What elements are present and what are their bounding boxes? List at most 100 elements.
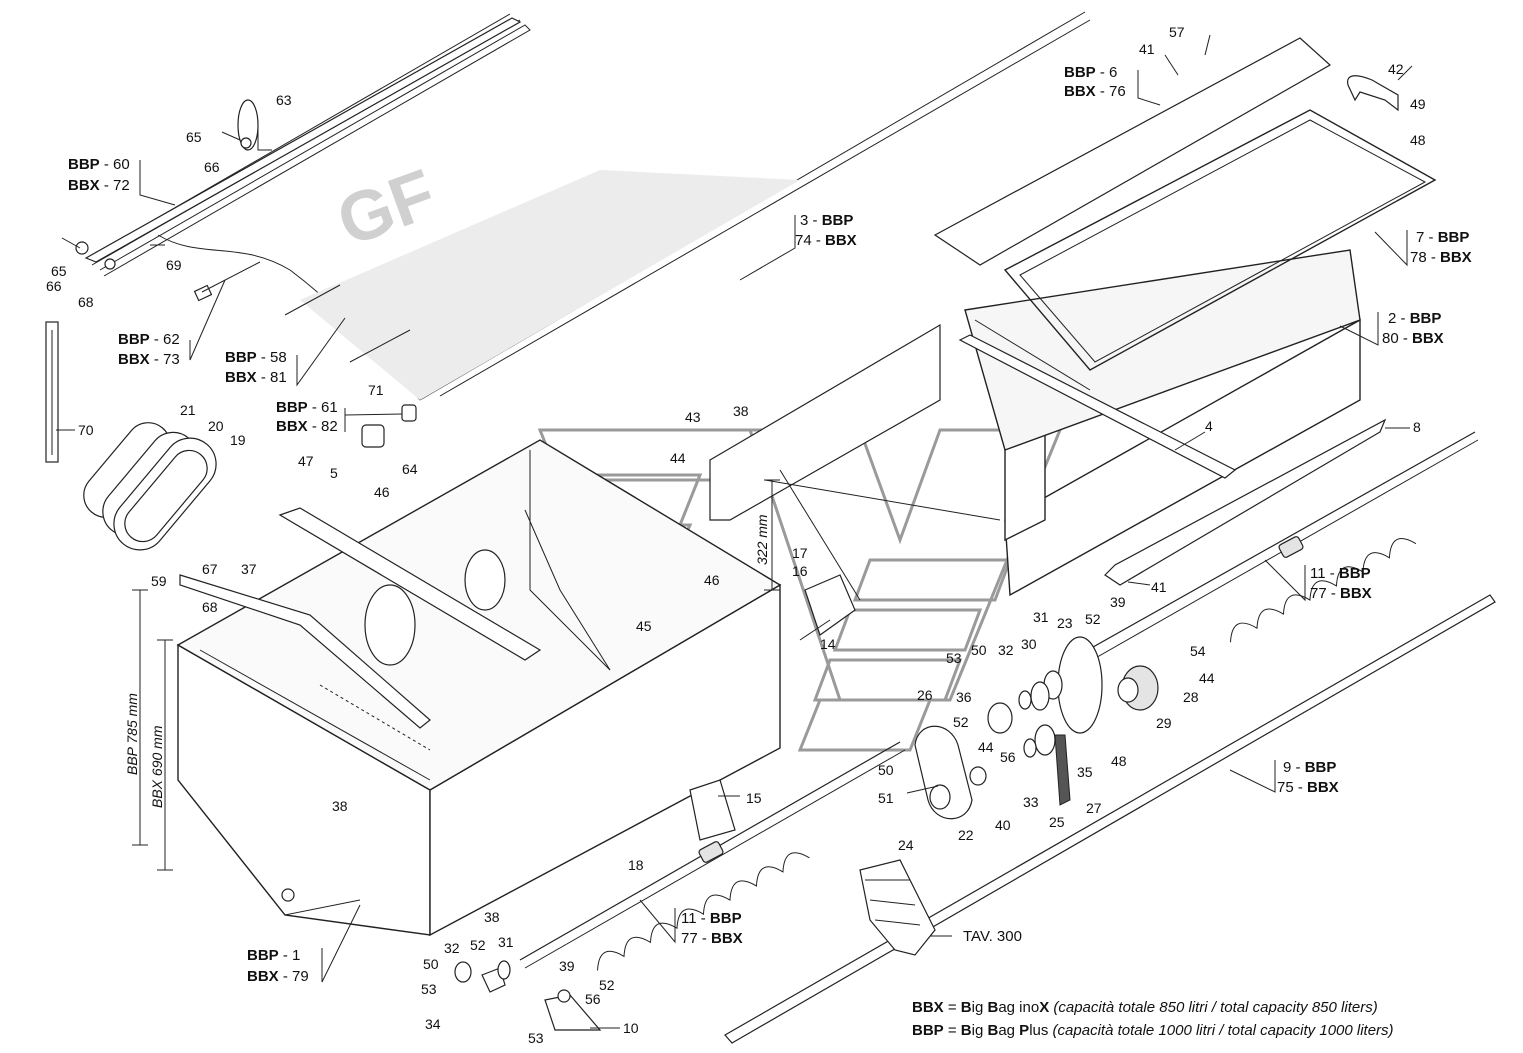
callout-53: 53 — [946, 650, 962, 666]
callout-49: 49 — [1410, 96, 1426, 112]
ref-58: BBP - 58 — [225, 349, 287, 366]
drive-assembly — [906, 636, 1159, 820]
sprocket-33 — [1034, 724, 1056, 756]
callout-41: 41 — [1151, 579, 1167, 595]
flange-23 — [1057, 636, 1103, 734]
crossbar-4 — [958, 334, 1237, 479]
callout-14: 14 — [820, 636, 836, 652]
brace-5 — [278, 507, 542, 661]
callout-53: 53 — [528, 1030, 544, 1046]
reference-groups: BBP - 60 BBX - 72 BBP - 62 BBX - 73 BBP … — [68, 64, 1472, 985]
middle-panels-3 — [689, 323, 1001, 841]
seals-19-20-21 — [83, 422, 217, 551]
ref-7: 7 - BBP — [1416, 229, 1469, 246]
callout-50: 50 — [878, 762, 894, 778]
callout-70: 70 — [78, 422, 94, 438]
ref-77: 77 - BBX — [681, 930, 743, 947]
cover-6 — [933, 37, 1332, 266]
handle-42 — [1347, 75, 1399, 112]
callout-56: 56 — [585, 991, 601, 1007]
gearbox — [859, 859, 936, 956]
callout-48: 48 — [1410, 132, 1426, 148]
callout-43: 43 — [685, 409, 701, 425]
ref-1: BBP - 1 — [247, 947, 300, 964]
callout-26: 26 — [917, 687, 933, 703]
callout-36: 36 — [956, 689, 972, 705]
bar-9 — [724, 594, 1496, 1044]
hopper-body-1 — [176, 439, 782, 937]
rail-60 — [61, 17, 522, 270]
callout-46: 46 — [704, 572, 720, 588]
ref-3: 3 - BBP — [800, 212, 853, 229]
ref-81: BBX - 81 — [225, 369, 287, 386]
ref-76: BBX - 76 — [1064, 83, 1126, 100]
callout-68: 68 — [78, 294, 94, 310]
callout-41: 41 — [1139, 41, 1155, 57]
bar-8 — [1104, 418, 1387, 586]
callout-48: 48 — [1111, 753, 1127, 769]
callout-10: 10 — [623, 1020, 639, 1036]
spring-34 — [454, 961, 472, 983]
dimension-lines: BBP 785 mm BBX 690 mm 322 mm — [124, 479, 780, 871]
ref-11: 11 - BBP — [1310, 565, 1371, 582]
callout-28: 28 — [1183, 689, 1199, 705]
dim-height-bbp: BBP 785 mm — [124, 693, 140, 775]
callout-19: 19 — [230, 432, 246, 448]
ref-77: 77 - BBX — [1310, 585, 1372, 602]
callout-71: 71 — [368, 382, 384, 398]
callout-53: 53 — [421, 981, 437, 997]
callout-38: 38 — [484, 909, 500, 925]
ref-80: 80 - BBX — [1382, 330, 1444, 347]
callout-23: 23 — [1057, 615, 1073, 631]
callout-38: 38 — [733, 403, 749, 419]
callout-32: 32 — [998, 642, 1014, 658]
callout-68: 68 — [202, 599, 218, 615]
callout-66: 66 — [46, 278, 62, 294]
callout-52: 52 — [953, 714, 969, 730]
chain-25 — [1054, 734, 1071, 806]
callout-31: 31 — [498, 934, 514, 950]
callout-24: 24 — [898, 837, 914, 853]
callout-65: 65 — [186, 129, 202, 145]
bracket-15 — [689, 779, 736, 841]
ref-60: BBP - 60 — [68, 156, 130, 173]
ref-79: BBX - 79 — [247, 968, 309, 985]
callout-35: 35 — [1077, 764, 1093, 780]
ref-74: 74 - BBX — [795, 232, 857, 249]
tensioner-22 — [969, 766, 987, 786]
callout-66: 66 — [204, 159, 220, 175]
bush-64 — [361, 424, 385, 448]
ref-9: 9 - BBP — [1283, 759, 1336, 776]
callout-44: 44 — [670, 450, 686, 466]
callout-52: 52 — [1085, 611, 1101, 627]
ref-6: BBP - 6 — [1064, 64, 1117, 81]
callout-39: 39 — [1110, 594, 1126, 610]
callout-34: 34 — [425, 1016, 441, 1032]
ref-72: BBX - 72 — [68, 177, 130, 194]
callout-21: 21 — [180, 402, 196, 418]
callout-67: 67 — [202, 561, 218, 577]
ref-2: 2 - BBP — [1388, 310, 1441, 327]
callout-56: 56 — [1000, 749, 1016, 765]
callout-46: 46 — [374, 484, 390, 500]
lower-bearing-group — [454, 960, 602, 1031]
callout-8: 8 — [1413, 419, 1421, 435]
callout-52: 52 — [470, 937, 486, 953]
side-box-2 — [964, 249, 1361, 597]
callout-4: 4 — [1205, 418, 1213, 434]
bracket-14 — [804, 574, 856, 636]
callout-44: 44 — [1199, 670, 1215, 686]
callout-22: 22 — [958, 827, 974, 843]
leader-lines — [56, 34, 1413, 1029]
callout-20: 20 — [208, 418, 224, 434]
callout-69: 69 — [166, 257, 182, 273]
callout-54: 54 — [1190, 643, 1206, 659]
callout-59: 59 — [151, 573, 167, 589]
callout-63: 63 — [276, 92, 292, 108]
callout-38: 38 — [332, 798, 348, 814]
callout-57: 57 — [1169, 24, 1185, 40]
callout-45: 45 — [636, 618, 652, 634]
callout-16: 16 — [792, 563, 808, 579]
callout-32: 32 — [444, 940, 460, 956]
dim-width: 322 mm — [754, 514, 770, 565]
